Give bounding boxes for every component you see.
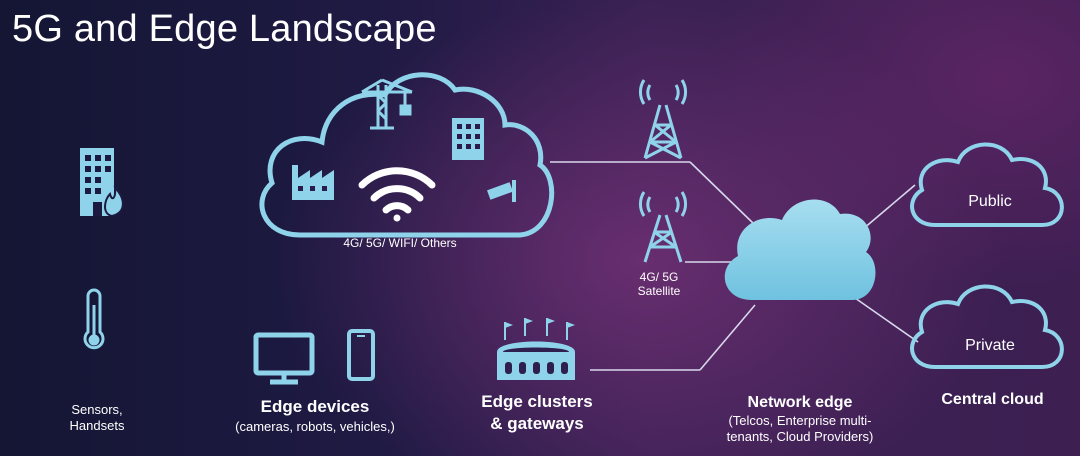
central-cloud-label: Central cloud <box>941 391 1044 408</box>
connector-lines <box>550 161 919 371</box>
line-gateway-diag <box>699 304 756 371</box>
camera-icon <box>487 180 516 202</box>
line-tower-to-edge <box>689 161 756 226</box>
line-edge-to-private <box>854 297 919 343</box>
cell-tower-icon <box>639 79 687 160</box>
edge-clusters-label: Edge clusters & gateways <box>481 392 593 434</box>
building-fire-icon <box>80 148 124 218</box>
phone-icon <box>347 329 375 381</box>
thermometer-icon <box>83 288 105 350</box>
edge-devices-title: Edge devices <box>260 397 370 416</box>
factory-icon <box>292 165 334 200</box>
wifi-icon <box>358 167 436 222</box>
sensors-label: Sensors, Handsets <box>69 402 125 433</box>
satellite-tower-icon <box>639 191 687 263</box>
public-cloud-label: Public <box>968 193 1012 210</box>
satellite-label: 4G/ 5G Satellite <box>637 270 681 299</box>
access-cloud <box>259 72 555 238</box>
network-edge-title: Network edge <box>747 394 853 411</box>
network-edge-cloud <box>724 199 876 300</box>
private-cloud-label: Private <box>965 337 1015 354</box>
access-networks-label: 4G/ 5G/ WIFI/ Others <box>343 236 457 250</box>
edge-devices-subtitle: (cameras, robots, vehicles,) <box>235 419 395 434</box>
network-edge-subtitle: (Telcos, Enterprise multi- tenants, Clou… <box>726 413 874 444</box>
stadium-icon <box>497 318 575 380</box>
page-title: 5G and Edge Landscape <box>12 8 437 50</box>
monitor-icon <box>253 332 315 385</box>
office-building-icon <box>452 118 484 160</box>
private-cloud <box>910 284 1064 369</box>
crane-icon <box>361 78 413 130</box>
public-cloud <box>910 142 1064 227</box>
